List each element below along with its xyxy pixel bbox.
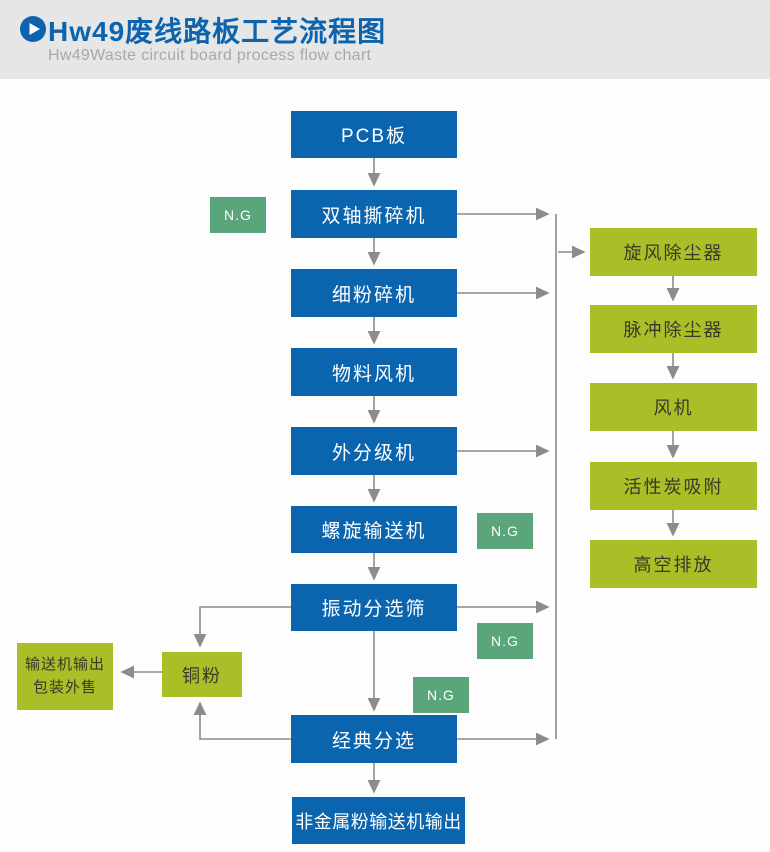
dust-pulse-collector: 脉冲除尘器 [590,305,757,353]
step-outer-classifier: 外分级机 [291,427,457,475]
step-classic-sorting: 经典分选 [291,715,457,763]
page-title: Hw49废线路板工艺流程图 [48,16,387,47]
step-material-fan: 物料风机 [291,348,457,396]
play-icon [20,16,46,42]
dust-fan: 风机 [590,383,757,431]
step-vibrating-screen: 振动分选筛 [291,584,457,631]
step-screw-conveyor: 螺旋输送机 [291,506,457,553]
conveyor-output-line1: 输送机输出 [24,656,105,673]
ng-badge-conveyor: N.G [477,513,533,549]
ng-badge-sorting: N.G [413,677,469,713]
ng-badge-shredder: N.G [210,197,266,233]
page-subtitle: Hw49Waste circuit board process flow cha… [48,47,372,64]
step-double-shaft-shredder: 双轴撕碎机 [291,190,457,238]
step-nonmetal-powder-output: 非金属粉输送机输出 [292,797,465,844]
dust-high-altitude-discharge: 高空排放 [590,540,757,588]
page-header: Hw49废线路板工艺流程图 Hw49Waste circuit board pr… [0,0,770,79]
step-pcb-board: PCB板 [291,111,457,158]
conveyor-output-line2: 包装外售 [32,678,97,696]
dust-activated-carbon: 活性炭吸附 [590,462,757,510]
copper-powder-box: 铜粉 [162,652,242,697]
arrow-screen-to-copper [193,606,291,648]
arrow-sorting-to-copper [193,701,291,740]
dust-cyclone-collector: 旋风除尘器 [590,228,757,276]
step-fine-crusher: 细粉碎机 [291,269,457,317]
ng-badge-screen: N.G [477,623,533,659]
conveyor-output-sale-box: 输送机输出 包装外售 [17,643,113,710]
